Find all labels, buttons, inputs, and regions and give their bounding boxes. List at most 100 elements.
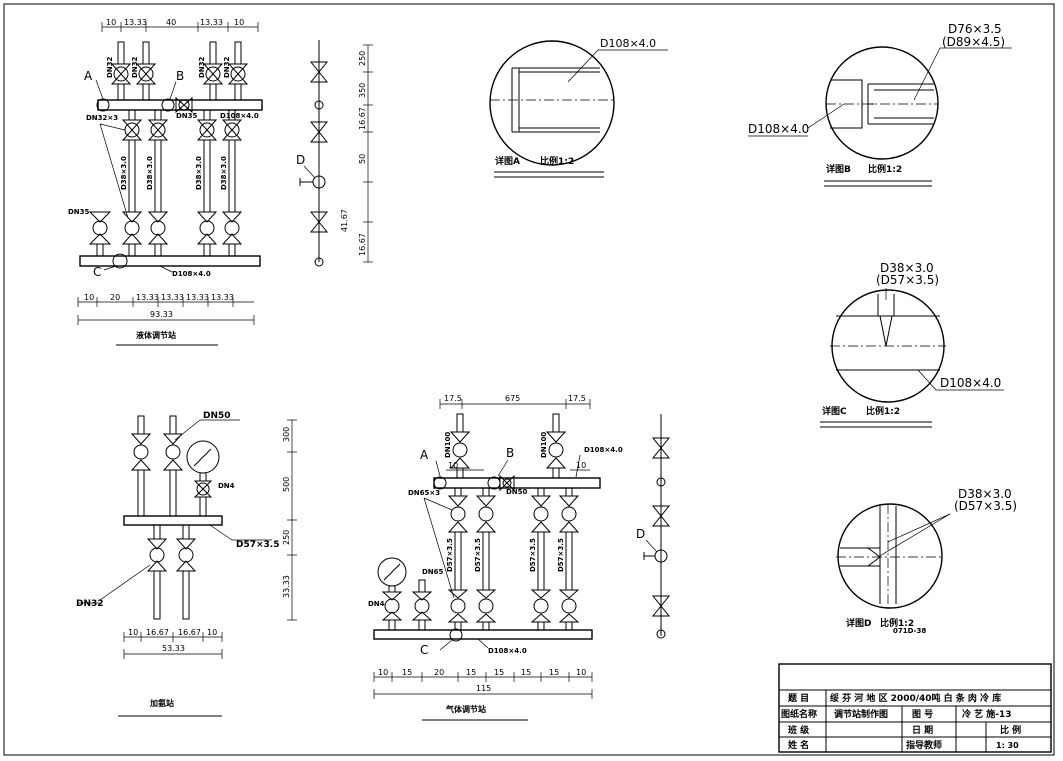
gas-bottom-dim-3: 20 (434, 668, 444, 677)
detail-D-spec-top: D38×3.0 (958, 487, 1012, 501)
liquid-lower-spec: D108×4.0 (172, 270, 211, 278)
ammonia-side-dim-3: 250 (282, 530, 291, 545)
detail-D-label: 详图D (846, 617, 871, 629)
liquid-station: 10 13.33 40 13.33 10 DN32 DN32 DN32 DN32 (68, 18, 373, 346)
detail-B-label: 详图B (826, 163, 851, 175)
liquid-overall-dim: 93.33 (150, 310, 173, 319)
tb-name-label: 姓 名 (787, 739, 809, 751)
liquid-top-dim-1: 10 (106, 18, 116, 27)
liquid-lower-header (79, 255, 261, 267)
gas-bottom-dim-1: 10 (378, 668, 388, 677)
gas-dn-gauge: DN65 (422, 568, 444, 576)
sheet-border (3, 3, 1055, 756)
tb-date-label: 日 期 (912, 724, 933, 736)
detail-A-spec: D108×4.0 (600, 37, 656, 50)
liquid-label-C: C (93, 265, 101, 279)
detail-C-spec-top: D38×3.0 (880, 261, 934, 275)
detail-A: D108×4.0 详图A 比例1:2 (489, 37, 668, 178)
liquid-side-dim-1: 250 (358, 51, 367, 66)
liquid-valve-tag-4: DN32 (223, 56, 231, 78)
ammonia-station-title: 加氨站 (149, 698, 174, 708)
liquid-side-dim-5: 41.67 (340, 209, 349, 232)
liquid-upper-header (97, 99, 263, 111)
gas-bottom-dim-5: 15 (494, 668, 504, 677)
gas-station-title: 气体调节站 (445, 704, 486, 714)
tb-scale-value: 1: 30 (996, 741, 1019, 750)
gas-dn-small: DN65×3 (408, 489, 440, 497)
liquid-top-dim-2: 13.33 (124, 18, 147, 27)
detail-A-scale: 比例1:2 (540, 155, 574, 167)
detail-C-spec-top2: (D57×3.5) (876, 273, 939, 287)
liquid-top-dim-3: 40 (166, 18, 176, 27)
ammonia-header-spec: D57×3.5 (236, 540, 279, 550)
liquid-label-B: B (176, 69, 184, 83)
liquid-label-A: A (84, 69, 93, 83)
ammonia-overall-dim: 53.33 (162, 644, 185, 653)
tb-drawing-no: 冷 艺 施-13 (962, 708, 1012, 720)
gas-valve-tag-1: DN100 (444, 432, 452, 458)
gas-bottom-dim-2: 15 (402, 668, 412, 677)
gas-dim-10b: 10 (576, 461, 586, 470)
gas-label-A: A (420, 448, 429, 462)
liquid-valve-tag-3: DN32 (198, 56, 206, 78)
gas-overall-dim: 115 (476, 684, 491, 693)
tb-drawing-name: 调节站制作图 (834, 708, 888, 720)
ammonia-bottom-dim-1: 10 (128, 628, 138, 637)
gas-label-C: C (420, 643, 428, 657)
gas-top-dim-1: 17.5 (444, 394, 462, 403)
tb-topic-label: 题 目 (787, 693, 809, 704)
detail-D-scale: 比例1:2 (880, 617, 914, 629)
detail-B-spec: D108×4.0 (748, 122, 809, 136)
gas-bottom-dim-7: 15 (549, 668, 559, 677)
liquid-bottom-dim-1: 10 (84, 293, 94, 302)
liquid-bottom-dim-4: 13.33 (161, 293, 184, 302)
gas-dn-mid: DN50 (506, 488, 528, 496)
ammonia-dn-bottom: DN32 (76, 599, 104, 609)
liquid-bottom-dim-3: 13.33 (136, 293, 159, 302)
detail-C-scale: 比例1:2 (866, 405, 900, 417)
gas-pipe-tag-1: D57×3.5 (446, 538, 454, 572)
detail-B-scale: 比例1:2 (868, 163, 902, 175)
liquid-side-dim-2: 350 (358, 83, 367, 98)
detail-B-spec-top2: (D89×4.5) (942, 35, 1005, 49)
ammonia-side-dim-2: 500 (282, 477, 291, 492)
gas-dim-10a: 10 (448, 461, 458, 470)
gas-bottom-dim-8: 10 (576, 668, 586, 677)
detail-B: D76×3.5 (D89×4.5) D108×4.0 详图B 比例1:2 (748, 22, 1012, 187)
liquid-side-label-D: D (296, 153, 305, 167)
gas-lower-spec: D108×4.0 (488, 647, 527, 655)
tb-topic: 绥 芬 河 地 区 2000/40吨 白 条 肉 冷 库 (830, 692, 1001, 704)
liquid-pipe-tag-4: D38×3.0 (220, 156, 228, 190)
liquid-side-dn: DN35 (68, 208, 90, 216)
liquid-side-dim-3: 16.67 (358, 107, 367, 130)
liquid-top-dim-4: 13.33 (200, 18, 223, 27)
gas-bottom-dim-6: 15 (521, 668, 531, 677)
detail-D-spec-top2: (D57×3.5) (954, 499, 1017, 513)
ammonia-station: DN50 DN4 D57×3.5 DN32 300 500 250 33.33 … (76, 411, 297, 717)
tb-drawing-name-label: 图纸名称 (781, 708, 817, 720)
liquid-dn-small: DN32×3 (86, 114, 118, 122)
tb-scale-label: 比 例 (1000, 724, 1021, 736)
gas-pipe-tag-2: D57×3.5 (474, 538, 482, 572)
tb-teacher-label: 指导教师 (906, 739, 942, 751)
liquid-top-dim-5: 10 (234, 18, 244, 27)
tb-class-label: 班 级 (788, 724, 810, 736)
detail-C-label: 详图C (822, 405, 847, 417)
detail-C-spec: D108×4.0 (940, 376, 1001, 390)
liquid-valve-tag-1: DN32 (106, 56, 114, 78)
gas-dn-gauge-left: DN4 (368, 600, 385, 608)
title-block: 题 目 绥 芬 河 地 区 2000/40吨 白 条 肉 冷 库 图纸名称 调节… (778, 663, 1052, 753)
gas-lower-header (373, 629, 593, 640)
liquid-bottom-dim-5: 13.33 (186, 293, 209, 302)
ammonia-dn-gauge: DN4 (218, 482, 235, 490)
liquid-bottom-dim-6: 13.33 (211, 293, 234, 302)
gas-pipe-tag-4: D57×3.5 (557, 538, 565, 572)
ammonia-side-dim-4: 33.33 (282, 575, 291, 598)
liquid-side-dim-4: 50 (358, 154, 367, 164)
detail-C: D38×3.0 (D57×3.5) D108×4.0 详图C 比例1:2 (820, 261, 1004, 428)
ammonia-bottom-dim-4: 10 (207, 628, 217, 637)
liquid-pipe-tag-1: D38×3.0 (120, 156, 128, 190)
ammonia-bottom-dim-2: 16.67 (146, 628, 169, 637)
detail-A-label: 详图A (495, 155, 520, 167)
tb-drawing-no-label: 图 号 (912, 709, 933, 720)
